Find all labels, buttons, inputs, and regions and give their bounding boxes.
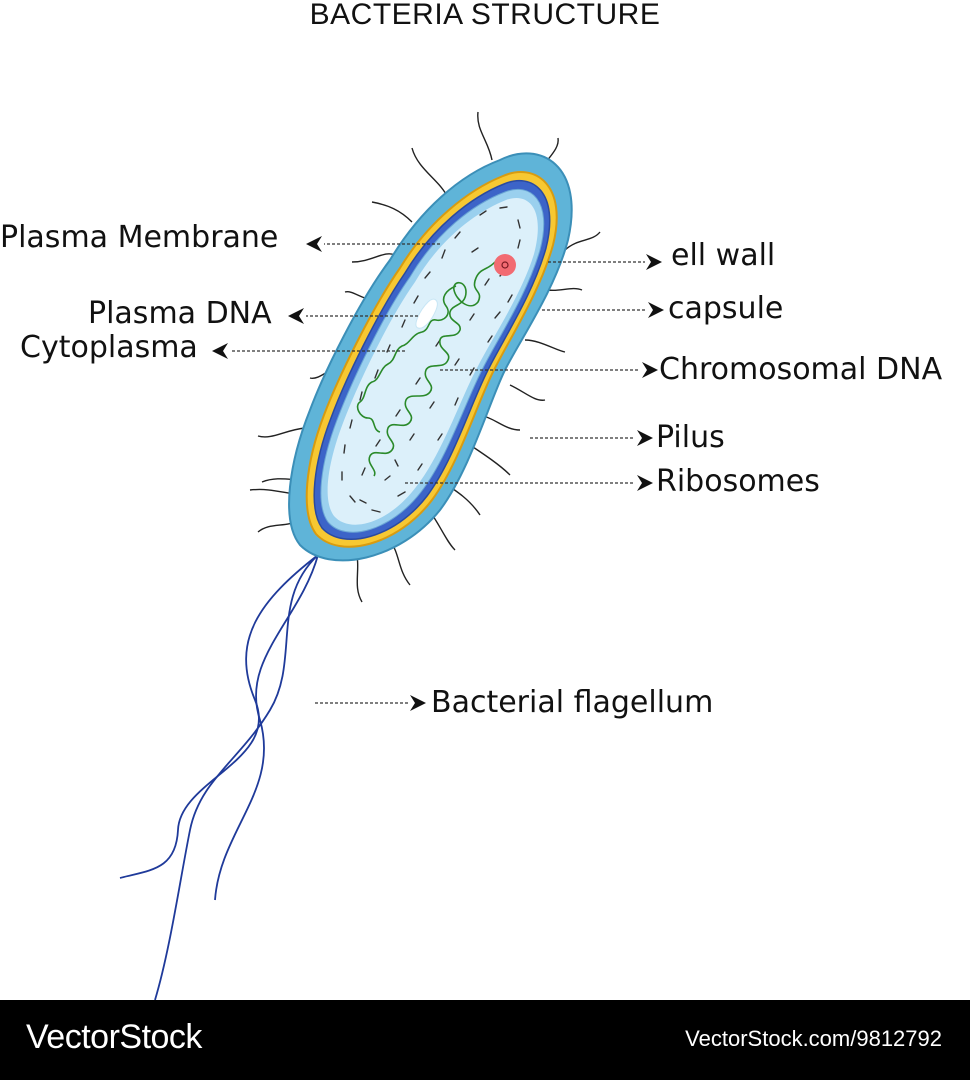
plasmid-ring [494,254,516,276]
label-bacterial-flagellum: Bacterial flagellum [431,685,714,720]
bacteria-diagram [119,111,664,1000]
diagram-title: BACTERIA STRUCTURE [309,0,661,31]
label-cell-wall: ell wall [671,238,776,273]
chromosomal-dna [356,261,496,477]
leader-lines [230,243,645,704]
label-plasma-membrane: Plasma Membrane [0,220,279,255]
arrowheads [212,236,664,711]
brand-logo: VectorStock [26,1018,202,1056]
label-ribosomes: Ribosomes [656,464,820,499]
cell-body [288,152,573,562]
cytoplasm [327,198,538,525]
label-capsule: capsule [668,291,784,326]
watermark-bar: VectorStock VectorStock.com/9812792 [0,1000,970,1080]
label-cytoplasma: Cytoplasma [20,330,198,365]
flagella [119,554,319,1000]
label-pilus: Pilus [656,420,725,455]
plasmid-dna [415,298,438,329]
label-plasma-dna: Plasma DNA [88,296,272,331]
label-chromosomal-dna: Chromosomal DNA [659,352,943,387]
source-url: VectorStock.com/9812792 [685,1026,942,1051]
